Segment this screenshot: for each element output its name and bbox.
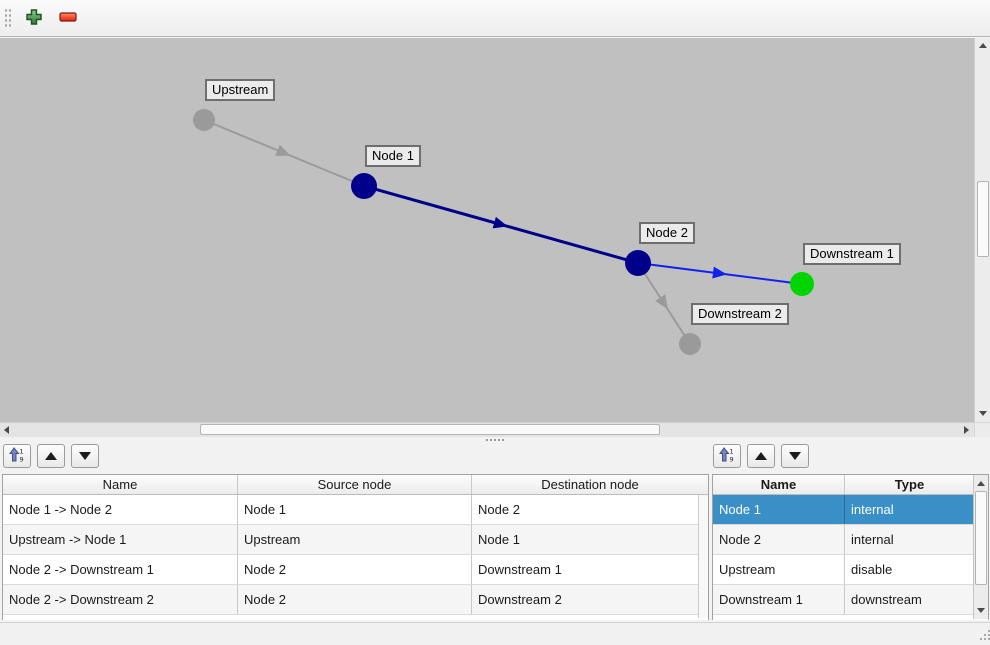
table-row-partial bbox=[713, 615, 988, 620]
status-bar bbox=[0, 622, 990, 645]
svg-text:1: 1 bbox=[20, 447, 24, 455]
table-cell: Node 2 bbox=[238, 555, 472, 584]
splitter-handle-icon bbox=[486, 439, 488, 441]
scroll-up-icon[interactable] bbox=[979, 43, 987, 48]
scrollbar-corner bbox=[974, 422, 990, 437]
node-label-upstream: Upstream bbox=[205, 79, 276, 101]
vertical-scroll-thumb[interactable] bbox=[977, 181, 989, 257]
minus-icon bbox=[59, 11, 77, 26]
nodes-sort-button[interactable]: 1 9 bbox=[713, 444, 741, 468]
edges-sort-button[interactable]: 1 9 bbox=[3, 444, 31, 468]
remove-button[interactable] bbox=[53, 3, 83, 33]
canvas-vertical-scrollbar[interactable] bbox=[974, 38, 990, 422]
table-cell: Node 2 bbox=[713, 525, 845, 554]
table-row[interactable]: Node 2 internal bbox=[713, 525, 988, 555]
scroll-right-icon[interactable] bbox=[964, 426, 969, 434]
node-label-node2: Node 2 bbox=[639, 222, 695, 244]
table-row-partial bbox=[3, 615, 708, 620]
table-cell: Upstream bbox=[238, 525, 472, 554]
graph-node-upstream[interactable] bbox=[193, 109, 215, 131]
nodes-toolbar: 1 9 bbox=[713, 444, 815, 468]
up-arrow-icon bbox=[755, 452, 767, 460]
main-toolbar bbox=[0, 0, 990, 37]
nodes-move-up-button[interactable] bbox=[747, 444, 775, 468]
down-arrow-icon bbox=[79, 452, 91, 460]
table-cell: Downstream 1 bbox=[713, 585, 845, 614]
node-label-downstream1: Downstream 1 bbox=[803, 243, 901, 265]
table-cell: Node 1 bbox=[478, 532, 520, 547]
edges-move-up-button[interactable] bbox=[37, 444, 65, 468]
scroll-up-icon[interactable] bbox=[977, 481, 985, 486]
edges-move-down-button[interactable] bbox=[71, 444, 99, 468]
table-cell: Upstream -> Node 1 bbox=[3, 525, 238, 554]
scroll-left-icon[interactable] bbox=[4, 426, 9, 434]
table-cell: Downstream 2 bbox=[478, 592, 562, 607]
up-arrow-icon bbox=[45, 452, 57, 460]
table-cell: internal bbox=[851, 502, 894, 517]
table-cell: disable bbox=[851, 562, 893, 577]
svg-text:9: 9 bbox=[730, 455, 734, 463]
svg-text:1: 1 bbox=[730, 447, 734, 455]
window-resize-grip[interactable] bbox=[980, 638, 982, 640]
graph-svg bbox=[193, 109, 814, 355]
svg-text:9: 9 bbox=[20, 455, 24, 463]
graph-node-node2[interactable] bbox=[625, 250, 651, 276]
table-cell: Node 2 -> Downstream 1 bbox=[3, 555, 238, 584]
table-row[interactable]: Upstream disable bbox=[713, 555, 988, 585]
table-cell: internal bbox=[851, 532, 894, 547]
graph-node-downstream1[interactable] bbox=[790, 272, 814, 296]
table-cell: Downstream 1 bbox=[478, 562, 562, 577]
node-label-node1: Node 1 bbox=[365, 145, 421, 167]
edge-node2-downstream2[interactable] bbox=[637, 262, 691, 345]
column-header-name[interactable]: Name bbox=[3, 475, 238, 494]
table-cell: Node 2 bbox=[478, 502, 520, 517]
sort-ascending-icon: 1 9 bbox=[719, 446, 735, 466]
nodes-move-down-button[interactable] bbox=[781, 444, 809, 468]
toolbar-drag-handle[interactable] bbox=[4, 7, 11, 29]
table-cell: Node 1 bbox=[713, 495, 845, 524]
scroll-down-icon[interactable] bbox=[977, 608, 985, 613]
table-cell: Node 1 -> Node 2 bbox=[3, 495, 238, 524]
column-header-type[interactable]: Type bbox=[894, 477, 925, 492]
edges-table-scroll-track[interactable] bbox=[698, 495, 708, 618]
edge-upstream-node1[interactable] bbox=[203, 119, 365, 187]
table-row[interactable]: Node 1 internal bbox=[713, 495, 988, 525]
table-cell: Upstream bbox=[713, 555, 845, 584]
down-arrow-icon bbox=[789, 452, 801, 460]
edges-toolbar: 1 9 bbox=[3, 444, 105, 468]
graph-node-downstream2[interactable] bbox=[679, 333, 701, 355]
column-header-name[interactable]: Name bbox=[713, 475, 845, 494]
table-cell: downstream bbox=[851, 592, 922, 607]
column-header-source-node[interactable]: Source node bbox=[238, 475, 472, 494]
nodes-table-header: Name Type bbox=[713, 475, 988, 495]
column-header-destination-node[interactable]: Destination node bbox=[541, 477, 639, 492]
panel-splitter[interactable] bbox=[0, 437, 990, 443]
nodes-table-scrollbar[interactable] bbox=[973, 475, 988, 619]
add-button[interactable] bbox=[19, 3, 49, 33]
scroll-down-icon[interactable] bbox=[979, 411, 987, 416]
plus-icon bbox=[25, 8, 43, 29]
edge-node2-downstream1[interactable] bbox=[637, 262, 803, 285]
graph-node-node1[interactable] bbox=[351, 173, 377, 199]
table-row[interactable]: Downstream 1 downstream bbox=[713, 585, 988, 615]
table-cell: Node 2 bbox=[238, 585, 472, 614]
sort-ascending-icon: 1 9 bbox=[9, 446, 25, 466]
table-cell: Node 2 -> Downstream 2 bbox=[3, 585, 238, 614]
table-cell: Node 1 bbox=[238, 495, 472, 524]
node-label-downstream2: Downstream 2 bbox=[691, 303, 789, 325]
canvas-horizontal-scrollbar[interactable] bbox=[0, 422, 974, 437]
edge-node1-node2[interactable] bbox=[363, 184, 639, 265]
horizontal-scroll-thumb[interactable] bbox=[200, 424, 660, 435]
nodes-scroll-thumb[interactable] bbox=[975, 491, 987, 585]
